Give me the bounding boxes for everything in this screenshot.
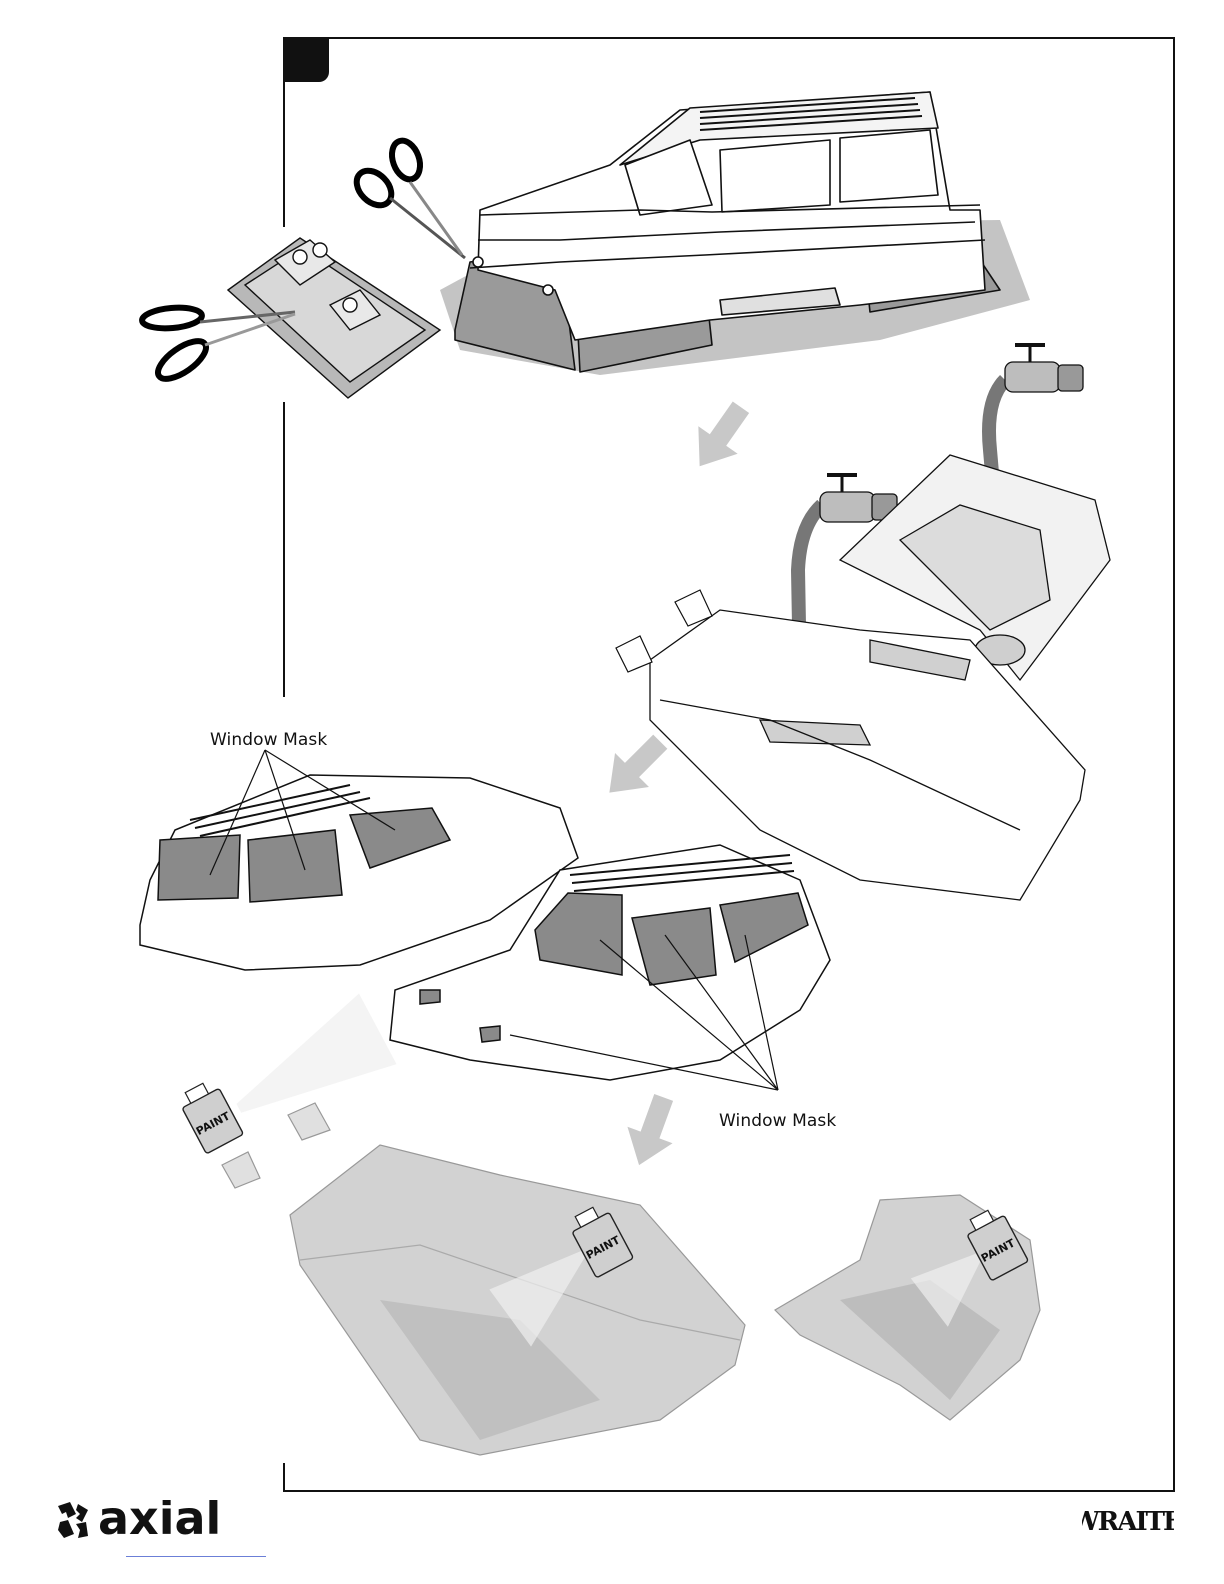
window-mask-label-top: Window Mask (210, 730, 327, 750)
light-bucket-tray (228, 238, 440, 398)
footer-rule (126, 1556, 266, 1557)
light-buckets-painting (222, 1103, 330, 1188)
wraith-logo-text: WRAITH (1082, 1507, 1174, 1537)
scissors-icon (350, 137, 465, 258)
axial-logo-mark (58, 1502, 88, 1538)
arrow-down-icon (592, 725, 677, 810)
arrow-down-icon (617, 1089, 687, 1173)
arrow-down-icon (680, 393, 761, 480)
spray-can-icon: PAINT (174, 993, 397, 1162)
window-mask-label-bottom: Window Mask (719, 1111, 836, 1131)
axial-logo-text: axial (98, 1500, 221, 1542)
body-rear-masked (140, 750, 578, 970)
body-shell-top (440, 92, 1030, 375)
axial-logo: axial (54, 1500, 234, 1542)
wraith-logo: WRAITH (1082, 1488, 1174, 1548)
